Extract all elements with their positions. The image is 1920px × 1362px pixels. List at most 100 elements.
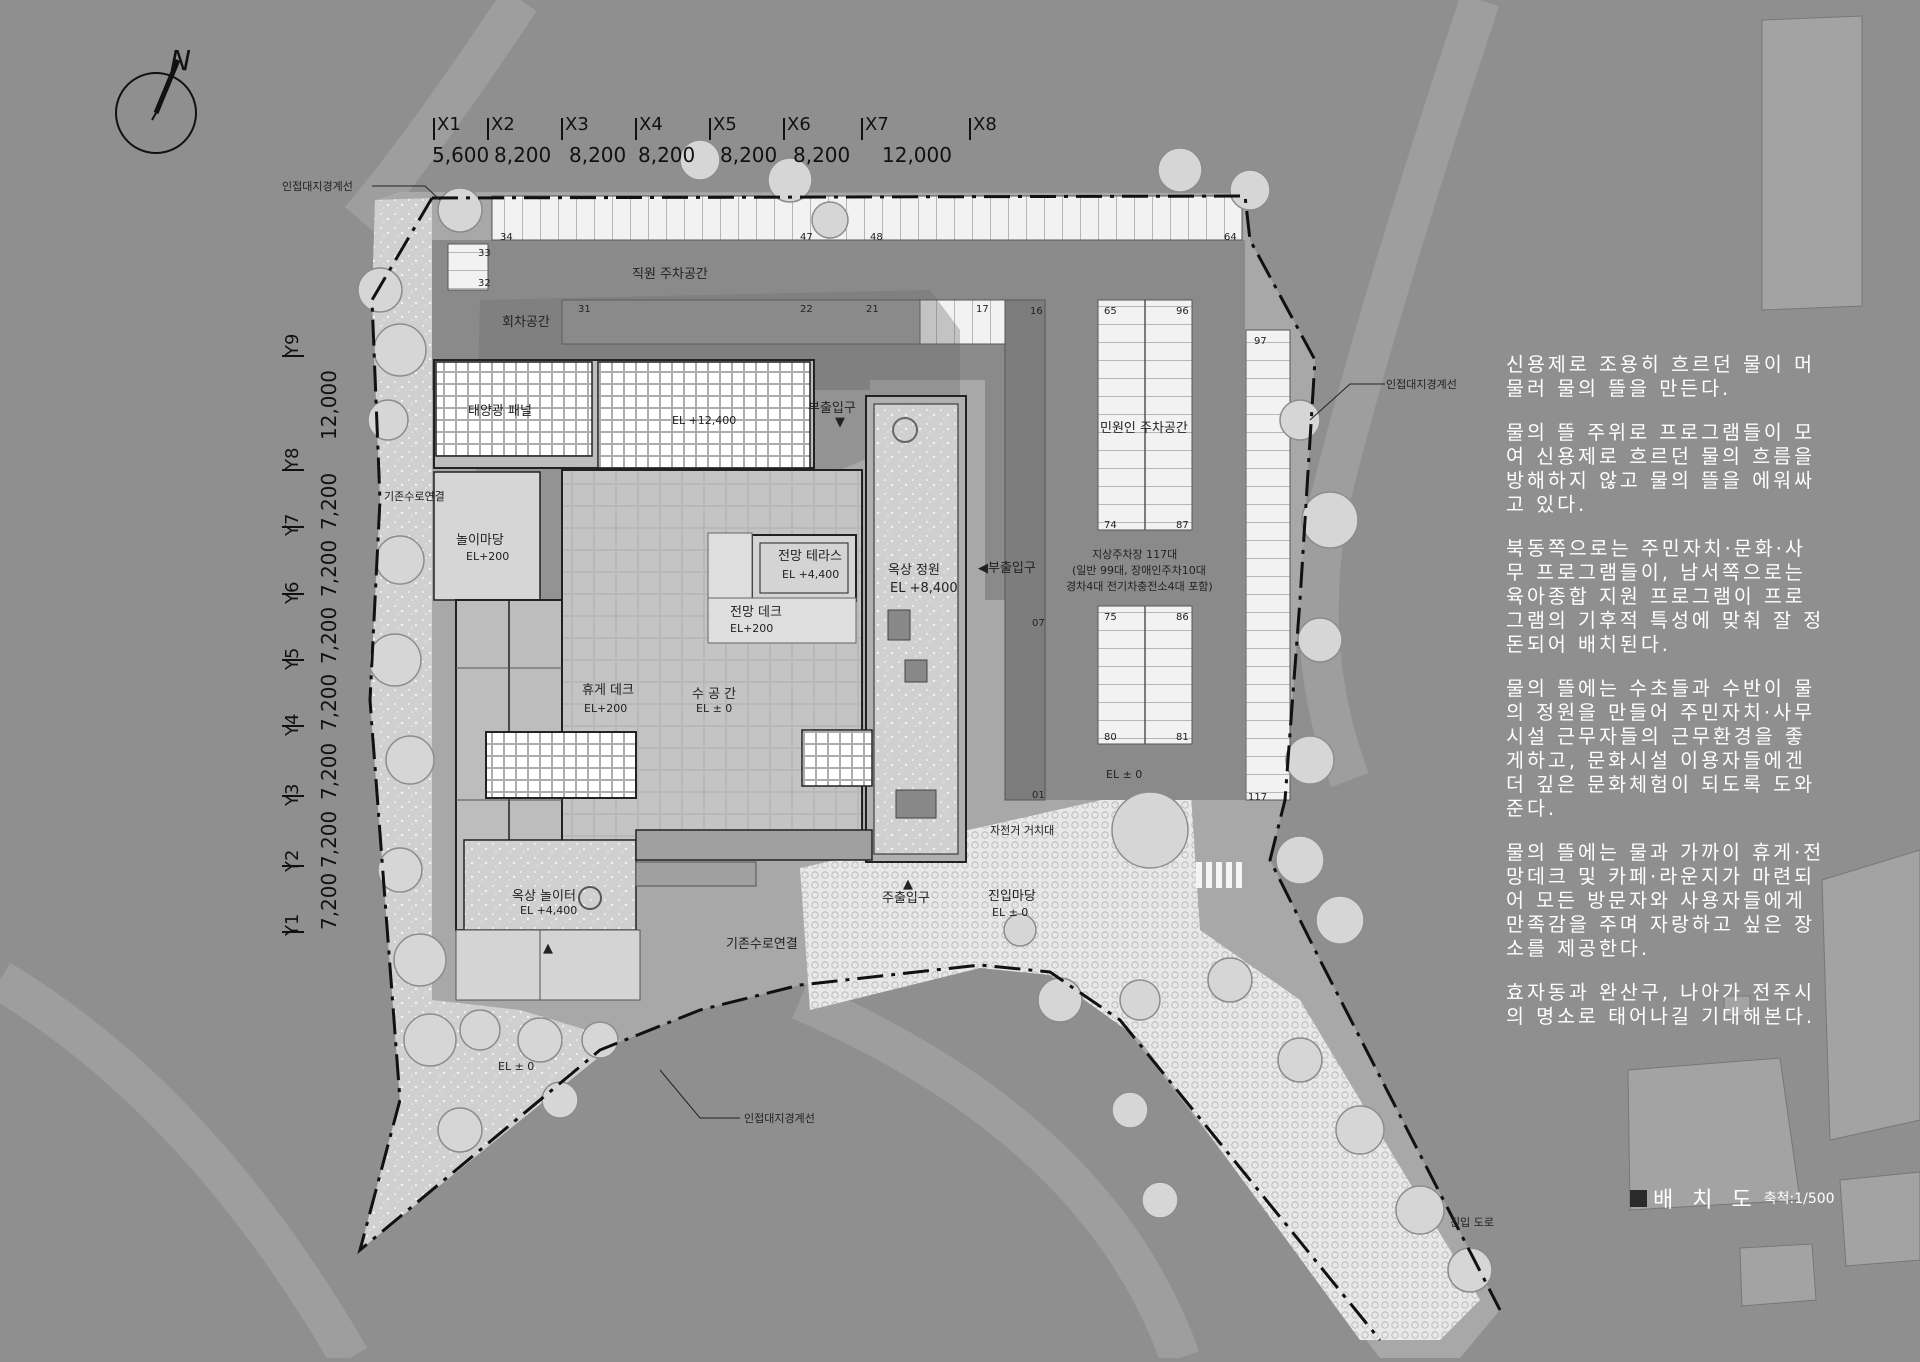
stall-number: 07 [1032, 618, 1045, 629]
grid-y-dim: 7,200 [317, 811, 341, 868]
upper-roof [597, 361, 811, 469]
stall-number: 74 [1104, 520, 1117, 531]
stair-block [801, 729, 873, 787]
play-yard-el-label: EL+200 [466, 550, 509, 563]
grid-y-dim: 7,200 [317, 674, 341, 731]
description-paragraph: 물의 뜰에는 물과 가까이 휴게·전망데크 및 카페·라운지가 마련되어 모든 … [1506, 841, 1825, 960]
play-yard-block [433, 471, 541, 601]
grid-x-label: X1 [437, 114, 461, 135]
boundary-label-s: 인접대지경계선 [744, 1112, 815, 1125]
view-deck-label: 전망 데크 [730, 605, 782, 620]
entry-yard-label: 진입마당 [988, 889, 1036, 904]
stall-number: 34 [500, 232, 513, 243]
grid-y-label: Y3 [282, 784, 303, 807]
stall-number: 80 [1104, 732, 1117, 743]
stall-number: 47 [800, 232, 813, 243]
grid-y-dim: 7,200 [317, 607, 341, 664]
grid-x-label: X3 [565, 114, 589, 135]
rooftop-play-el-label: EL +4,400 [520, 904, 577, 917]
stall-number: 48 [870, 232, 883, 243]
grid-x-label: X5 [713, 114, 737, 135]
stall-number: 96 [1176, 306, 1189, 317]
description-paragraph: 물의 뜰 주위로 프로그램들이 모여 신용제로 흐르던 물의 흐름을 방해하지 … [1506, 421, 1816, 516]
bridge-block [485, 731, 637, 799]
context-roads [0, 0, 1499, 1362]
grid-x-dim: 8,200 [638, 143, 695, 167]
parking-row-north [491, 195, 1243, 241]
grid-y: Y9 Y8 Y7 Y6 Y5 Y4 Y3 Y2 Y1 12,000 7,200 … [282, 334, 341, 937]
parking-info-2: (일반 99대, 장애인주차10대 [1072, 563, 1206, 577]
rooftop-garden-el-label: EL +8,400 [890, 581, 958, 596]
description-paragraph: 북동쪽으로는 주민자치·문화·사무 프로그램들이, 남서쪽으로는 육아종합 지원… [1506, 537, 1825, 656]
stall-number: 01 [1032, 790, 1045, 801]
north-arrow: N [115, 44, 197, 154]
bike-rack-label: 자전거 거치대 [990, 824, 1054, 837]
view-deck-el-label: EL+200 [730, 622, 773, 635]
svg-text:▼: ▼ [835, 415, 845, 430]
grid-y-label: Y8 [282, 448, 303, 471]
grid-y-dim: 7,200 [317, 743, 341, 800]
grid-y-label: Y5 [282, 648, 303, 671]
grid-y-dim: 7,200 [317, 473, 341, 530]
stall-number: 97 [1254, 336, 1267, 347]
context-buildings [1627, 15, 1920, 1307]
view-terrace-el-label: EL +4,400 [782, 568, 839, 581]
view-terrace-block [751, 534, 857, 602]
svg-text:▲: ▲ [903, 877, 913, 892]
stall-number: 16 [1030, 306, 1043, 317]
stall-number: 87 [1176, 520, 1189, 531]
boundary-label-nw: 인접대지경계선 [282, 180, 353, 193]
turnaround-label: 회차공간 [502, 315, 550, 330]
stall-number: 65 [1104, 306, 1117, 317]
stall-number: 22 [800, 304, 813, 315]
trees [357, 139, 1493, 1293]
leader-lines [372, 185, 1385, 1119]
grid-x-dim: 8,200 [793, 143, 850, 167]
rooftop-garden-label: 옥상 정원 [888, 563, 940, 578]
grid-y-dim: 7,200 [317, 540, 341, 597]
solar-panel-label: 태양광 패널 [468, 404, 532, 419]
main-building [433, 359, 967, 1001]
description-paragraph: 신용제로 조용히 흐르던 물이 머물러 물의 뜰을 만든다. [1506, 353, 1816, 400]
water-space-label: 수 공 간 [692, 687, 736, 702]
grid-y-label: Y4 [282, 714, 303, 737]
grid-x: X1 X2 X3 X4 X5 X6 X7 X8 5,600 8,200 8,20… [432, 114, 997, 167]
rest-deck-el-label: EL+200 [584, 702, 627, 715]
grid-x-dim: 8,200 [494, 143, 551, 167]
grid-y-dim: 7,200 [317, 873, 341, 930]
grid-y-label: Y1 [282, 914, 303, 937]
stall-number: 75 [1104, 612, 1117, 623]
existing-water-label-1: 기존수로연결 [384, 490, 445, 503]
el-zero-left-label: EL ± 0 [498, 1060, 534, 1073]
annotations: 인접대지경계선 인접대지경계선 인접대지경계선 직원 주차공간 회차공간 태양광… [282, 180, 1494, 1229]
grid-x-label: X4 [639, 114, 663, 135]
grid-y-dim: 12,000 [317, 370, 341, 440]
stall-numbers: 34 33 32 47 48 64 31 22 21 17 16 65 96 9… [478, 232, 1267, 803]
access-road-label: 진입 도로 [1450, 1216, 1494, 1229]
grid-x-label: X7 [865, 114, 889, 135]
stall-number: 33 [478, 248, 491, 259]
stall-number: 31 [578, 304, 591, 315]
concept-description: 신용제로 조용히 흐르던 물이 머물러 물의 뜰을 만든다. 물의 뜰 주위로 … [1506, 353, 1826, 1049]
stall-number: 21 [866, 304, 879, 315]
stall-number: 86 [1176, 612, 1189, 623]
grid-y-label: Y9 [282, 334, 303, 357]
north-label: N [170, 44, 191, 77]
boundary-line [431, 194, 1502, 1311]
west-garden [360, 198, 620, 1250]
drawing-title: 배 치 도 [1653, 1188, 1758, 1213]
boundary-label-e: 인접대지경계선 [1386, 378, 1457, 391]
svg-text:▲: ▲ [543, 941, 553, 956]
grid-x-label: X2 [491, 114, 515, 135]
main-entrance-label: 주출입구 [882, 891, 930, 906]
grid-x-dim: 5,600 [432, 143, 489, 167]
water-space-el-label: EL ± 0 [696, 702, 732, 715]
grid-x-label: X8 [973, 114, 997, 135]
sub-entrance-right-label: ◀부출입구 [978, 561, 1036, 576]
staff-parking-label: 직원 주차공간 [632, 267, 708, 282]
description-paragraph: 물의 뜰에는 수초들과 수반이 물의 정원을 만들어 주민자치·사무시설 근무자… [1506, 677, 1816, 820]
stall-number: 17 [976, 304, 989, 315]
stall-number: 64 [1224, 232, 1237, 243]
grid-x-dim: 12,000 [882, 143, 952, 167]
